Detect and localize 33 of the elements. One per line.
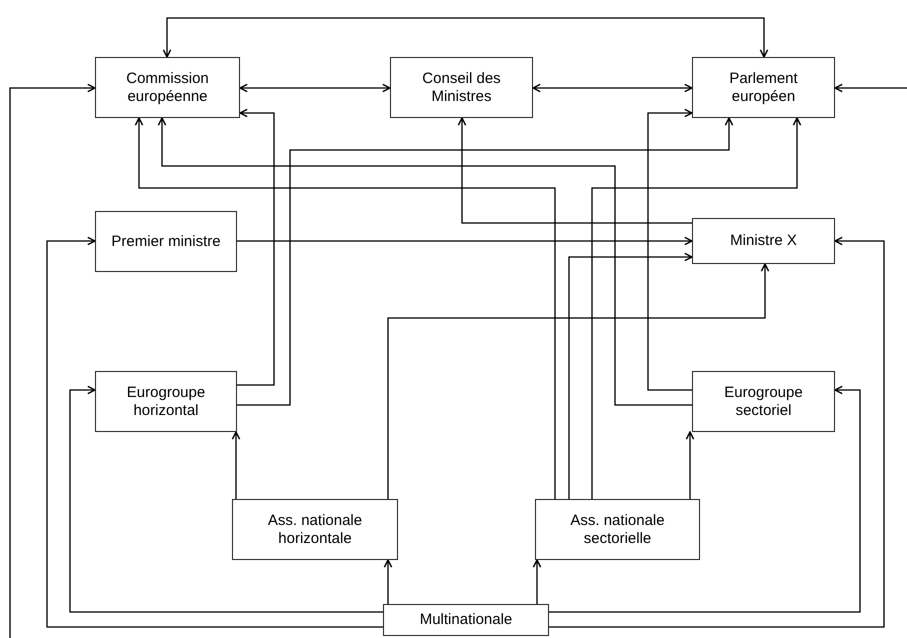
arrow [9,84,96,638]
arrow [237,117,734,406]
arrow [162,17,768,58]
process-box: Ass. nationale horizontale [232,499,398,560]
arrow [237,236,693,246]
arrow [568,252,693,499]
arrow [387,263,770,499]
process-box: Eurogroupe sectoriel [692,371,835,432]
arrow [458,117,692,224]
arrow [647,108,693,391]
arrow [158,117,692,406]
arrow [549,386,861,613]
process-box: Premier ministre [95,211,237,272]
process-box: Conseil des Ministres [390,57,533,118]
arrow [46,236,383,628]
arrow [239,84,391,92]
arrow [134,117,556,499]
arrow [384,559,392,604]
arrow [591,117,802,499]
arrow [549,236,885,628]
arrow [532,559,542,604]
arrow [834,84,907,92]
arrow [686,431,694,499]
process-box: Ministre X [692,218,835,264]
arrow [237,108,275,386]
process-box: Eurogroupe horizontal [95,371,237,432]
arrow [532,84,693,92]
arrow [69,386,383,613]
process-box: Parlement européen [692,57,835,118]
process-box: Commission européenne [95,57,240,118]
process-box: Multinationale [383,604,549,636]
process-box: Ass. nationale sectorielle [535,499,700,560]
arrow [232,431,240,499]
